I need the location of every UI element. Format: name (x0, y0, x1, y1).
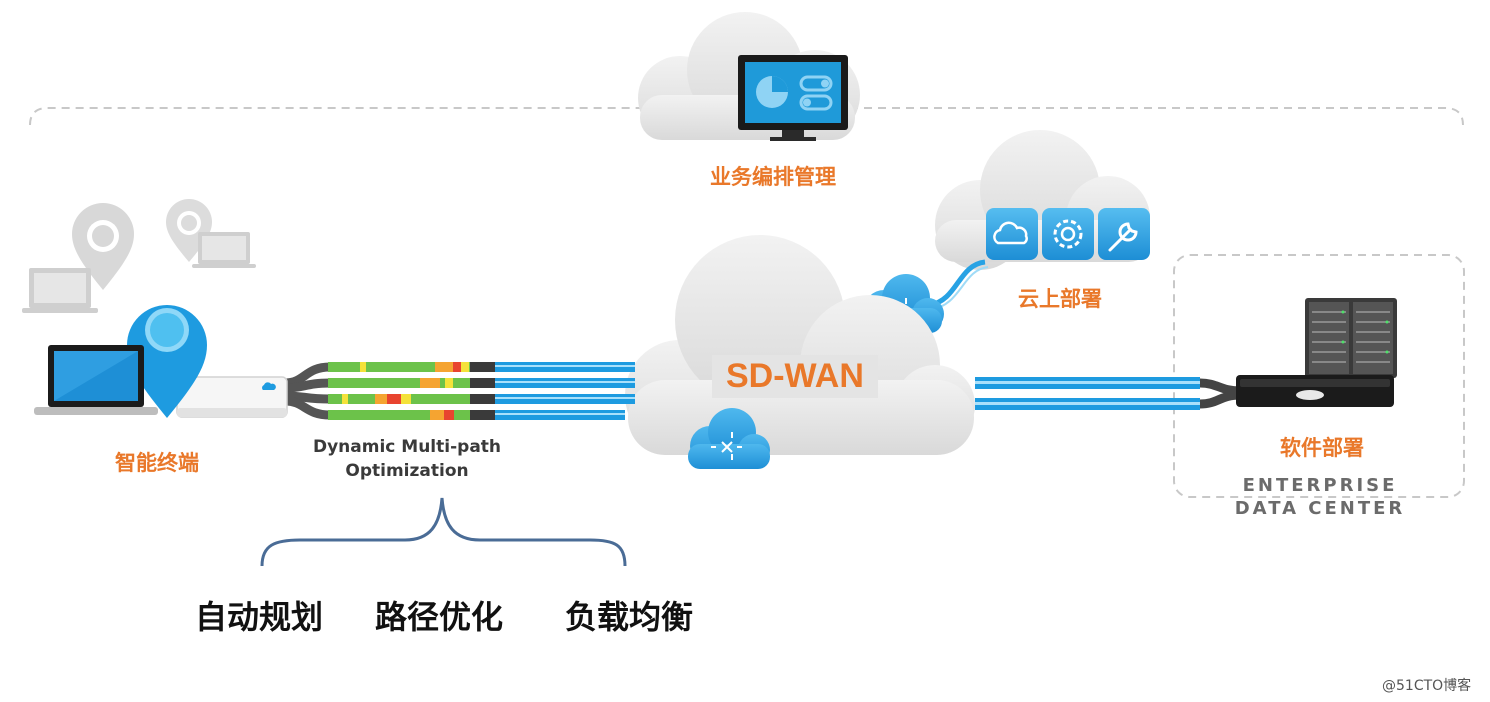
laptop-icon (192, 232, 256, 268)
feature-load-balancing: 负载均衡 (565, 598, 694, 636)
dmpo-label: Dynamic Multi-path Optimization (296, 435, 518, 483)
dashboard-monitor-icon (738, 55, 848, 141)
edge-device-icon (176, 376, 288, 418)
cloud-deploy-label: 云上部署 (1018, 287, 1102, 311)
brace (260, 497, 627, 567)
router-cloud-icon (688, 408, 770, 469)
data-center-label-line2: DATA CENTER (1234, 498, 1406, 519)
edge-label: 智能终端 (115, 451, 199, 475)
orchestration-label: 业务编排管理 (710, 165, 836, 189)
location-pin-icon (127, 305, 207, 418)
cloud-icon (986, 208, 1038, 260)
data-center-label: ENTERPRISE DATA CENTER (1200, 474, 1440, 520)
datacenter-links (975, 377, 1241, 410)
laptop-icon (34, 345, 158, 415)
sdwan-label: SD-WAN (712, 355, 878, 398)
gear-icon (1042, 208, 1094, 260)
data-center-box (1173, 254, 1465, 498)
software-deploy-label: 软件部署 (1280, 436, 1364, 460)
data-center-label-line1: ENTERPRISE (1242, 475, 1398, 496)
dmpo-label-line1: Dynamic Multi-path (312, 437, 502, 457)
appliance-icon (1236, 375, 1394, 407)
dashed-boundary-top (29, 107, 1464, 126)
multipath-tunnels (284, 362, 635, 420)
sdwan-cloud (625, 235, 975, 455)
dmpo-label-line2: Optimization (345, 461, 469, 481)
feature-path-optimization: 路径优化 (375, 598, 504, 636)
laptop-icon (22, 268, 98, 313)
watermark: @51CTO博客 (1382, 678, 1472, 694)
server-rack-icon (1305, 298, 1397, 378)
feature-auto-planning: 自动规划 (195, 598, 324, 636)
